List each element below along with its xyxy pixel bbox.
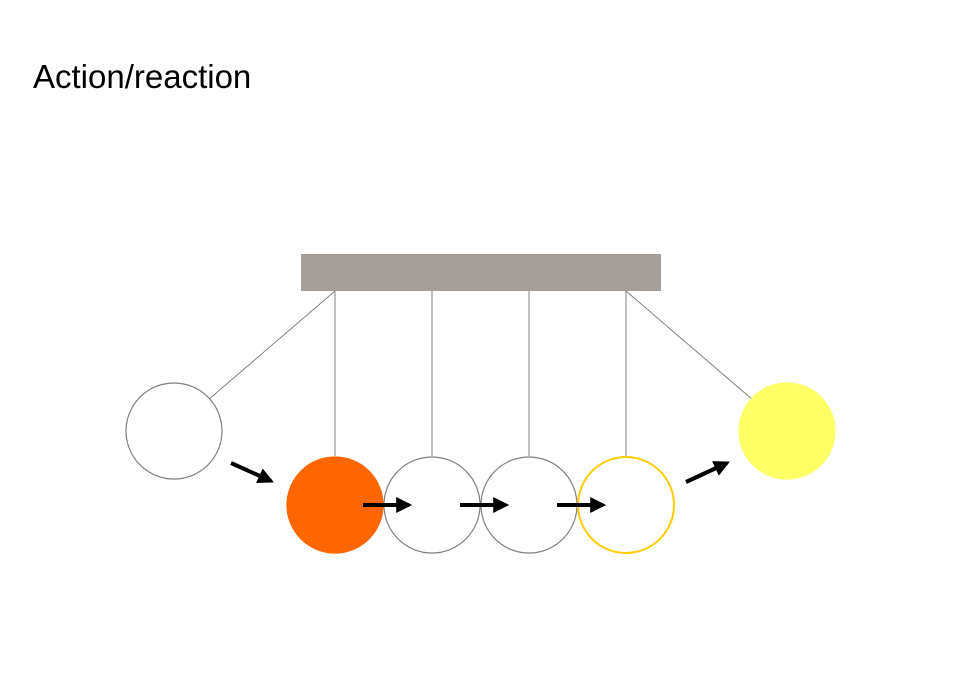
- ball-left-raised: [125, 382, 223, 480]
- balls: [125, 382, 836, 554]
- arrow-incoming: [230, 461, 274, 484]
- string-right-raised: [625, 290, 754, 401]
- page-title: Action/reaction: [33, 58, 252, 95]
- support-beam: [301, 254, 661, 291]
- ball-right-raised: [738, 382, 836, 480]
- string-left-raised: [207, 290, 336, 401]
- arrow-outgoing: [685, 461, 730, 484]
- arrows: [230, 461, 730, 513]
- strings: [207, 290, 754, 456]
